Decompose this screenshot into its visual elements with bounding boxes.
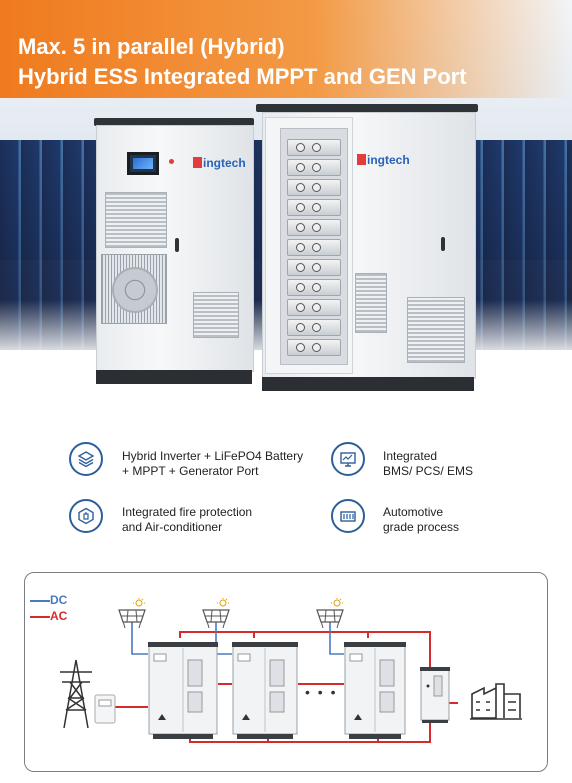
ess-unit-icon: [148, 642, 218, 739]
brand-logo: ingtech: [193, 156, 246, 170]
air-vent: [105, 192, 167, 248]
solar-panel-icon: [316, 598, 344, 628]
parallel-system-diagram: [24, 572, 548, 772]
feature-hybrid-inverter: Hybrid Inverter + LiFePO4 Battery+ MPPT …: [122, 449, 304, 478]
solar-panel-icon: [118, 598, 146, 628]
lower-vent: [193, 292, 239, 338]
cabinet-open: ingtech: [262, 112, 476, 379]
headline-title: Max. 5 in parallel (Hybrid): [18, 34, 285, 59]
monitor-icon: [331, 442, 365, 476]
ess-unit-icon: [344, 642, 406, 739]
battery-rack: [280, 128, 348, 365]
door-handle-right: [441, 237, 445, 251]
fire-protection-icon: [69, 499, 103, 533]
meter-icon: [94, 694, 116, 724]
legend-ac: AC: [50, 609, 68, 623]
factory-icon: [470, 683, 522, 720]
ess-unit-icon: [232, 642, 298, 739]
power-tower-icon: [60, 659, 92, 729]
more-units-ellipsis: • • •: [305, 684, 338, 700]
wiring-svg: [110, 622, 458, 743]
side-vent: [355, 273, 387, 333]
door-vent: [407, 297, 465, 363]
battery-module-icon: [331, 499, 365, 533]
headline-subtitle: Hybrid ESS Integrated MPPT and GEN Port: [18, 64, 467, 89]
emergency-button: [169, 159, 174, 164]
headline-banner: [0, 0, 572, 98]
door-handle: [175, 238, 179, 252]
legend-dc: DC: [50, 593, 68, 607]
solar-panel-icon: [202, 598, 230, 628]
switchgear-cabinet-icon: [420, 667, 450, 723]
layers-icon: [69, 442, 103, 476]
cabinet-closed: ingtech: [96, 125, 254, 372]
brand-logo-right: ingtech: [357, 153, 410, 167]
ac-grill: [101, 254, 167, 324]
hero-image: Max. 5 in parallel (Hybrid) Hybrid ESS I…: [0, 0, 572, 400]
fan-icon: [112, 267, 158, 313]
touch-screen: [127, 152, 159, 175]
